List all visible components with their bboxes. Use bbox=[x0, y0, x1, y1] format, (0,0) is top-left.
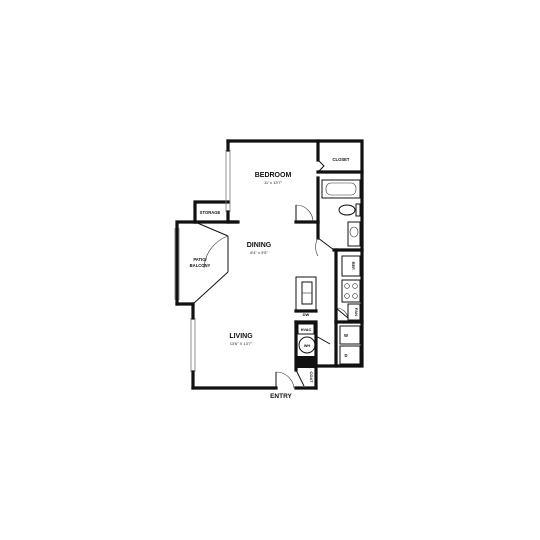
fixture-labels: REF. PAN DW HVAC WH W D bbox=[301, 262, 359, 358]
refrigerator-icon bbox=[341, 255, 361, 277]
dining-label: DINING bbox=[247, 242, 272, 249]
hvac-label: HVAC bbox=[301, 328, 312, 332]
dishwasher-label: DW bbox=[303, 312, 310, 317]
room-labels: BEDROOM 11' x 13'7" DINING 8'4" x 9'5" L… bbox=[190, 157, 350, 400]
bathtub-icon bbox=[321, 179, 361, 199]
washer-icon bbox=[339, 325, 361, 345]
pantry-label: PAN bbox=[354, 308, 359, 316]
patio-label-line1: PATIO/ bbox=[193, 257, 207, 262]
dryer-icon bbox=[339, 345, 361, 365]
toilet-icon bbox=[355, 203, 361, 217]
washer-label: W bbox=[344, 333, 348, 338]
storage-label: STORAGE bbox=[200, 210, 221, 215]
bathroom-fixtures bbox=[321, 179, 361, 247]
water-heater-label: WH bbox=[304, 344, 311, 348]
refrigerator-label: REF. bbox=[351, 262, 356, 271]
kitchen-fixtures bbox=[296, 255, 361, 368]
range-icon bbox=[341, 279, 361, 303]
closet-label: CLOSET bbox=[333, 157, 350, 162]
patio-label-line2: BALCONY bbox=[190, 263, 211, 268]
dryer-label: D bbox=[344, 353, 347, 358]
bedroom-dims: 11' x 13'7" bbox=[264, 180, 283, 185]
entry-label: ENTRY bbox=[270, 393, 292, 400]
wall-chase bbox=[296, 356, 316, 368]
windows bbox=[174, 150, 231, 372]
bedroom-label: BEDROOM bbox=[255, 172, 292, 179]
doors bbox=[192, 159, 349, 389]
dining-dims: 8'4" x 9'5" bbox=[250, 250, 268, 255]
water-heater-icon bbox=[298, 336, 316, 354]
living-dims: 13'6" X 13'7" bbox=[230, 341, 253, 346]
coat-label: COAT bbox=[309, 371, 314, 383]
living-label: LIVING bbox=[229, 333, 253, 340]
sink-icon bbox=[347, 221, 361, 247]
